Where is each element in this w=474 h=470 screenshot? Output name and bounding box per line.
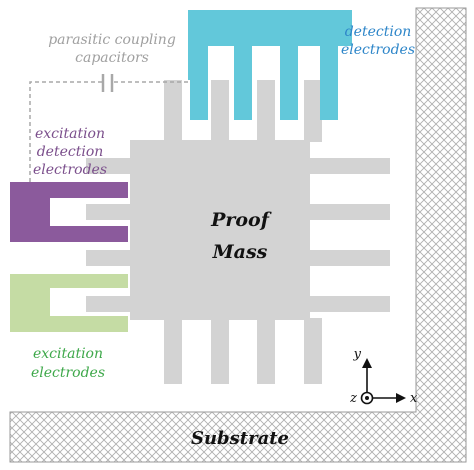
substrate-label: Substrate: [191, 428, 289, 449]
parasitic-coupling: [29, 74, 188, 182]
y-axis-arrow: [362, 358, 372, 368]
excitation-detection-electrodes: [10, 182, 128, 242]
proof-mass-label-line2: Mass: [212, 241, 268, 263]
detection-label-line2: electrodes: [341, 42, 415, 58]
detection-label-line1: detection: [345, 24, 412, 40]
proof-mass-finger-right-3: [308, 250, 390, 266]
axis-z-label: z: [349, 391, 357, 406]
excitation-electrode-comb: [10, 274, 128, 332]
proof-mass-finger-top-2: [211, 80, 229, 142]
proof-mass-finger-top-4: [304, 80, 322, 142]
substrate: [9, 7, 467, 463]
proof-mass-finger-left-3: [86, 250, 132, 266]
substrate-frame: [9, 7, 467, 463]
proof-mass-label-line1: Proof: [210, 209, 272, 231]
proof-mass-body: [130, 140, 310, 320]
proof-mass: [86, 80, 390, 384]
proof-mass-finger-left-2: [86, 204, 132, 220]
parasitic-label-line2: capacitors: [75, 50, 149, 66]
detection-electrodes: [188, 10, 352, 120]
detection-electrode-comb: [188, 10, 352, 120]
x-axis-arrow: [396, 393, 406, 403]
parasitic-label-line1: parasitic coupling: [48, 32, 176, 48]
proof-mass-finger-right-2: [308, 204, 390, 220]
z-axis-dot: [365, 396, 369, 400]
proof-mass-finger-top-1: [164, 80, 182, 142]
proof-mass-finger-bottom-3: [257, 318, 275, 384]
proof-mass-finger-bottom-2: [211, 318, 229, 384]
labels: detection electrodes parasitic coupling …: [31, 24, 415, 449]
proof-mass-finger-bottom-1: [164, 318, 182, 384]
proof-mass-finger-right-4: [308, 296, 390, 312]
axis-y-label: y: [353, 347, 362, 362]
exc-det-label-line1: excitation: [35, 126, 105, 142]
proof-mass-finger-bottom-4: [304, 318, 322, 384]
exc-det-label-line3: electrodes: [33, 162, 107, 178]
proof-mass-finger-right-1: [308, 158, 390, 174]
excitation-label-line1: excitation: [33, 346, 103, 362]
proof-mass-finger-top-3: [257, 80, 275, 142]
excitation-electrodes: [10, 274, 128, 332]
parasitic-wire: [29, 81, 188, 182]
axis-x-label: x: [410, 391, 418, 406]
exc-det-label-line2: detection: [37, 144, 104, 160]
excitation-detection-electrode-comb: [10, 182, 128, 242]
excitation-label-line2: electrodes: [31, 365, 105, 381]
proof-mass-finger-left-4: [86, 296, 132, 312]
proof-mass-finger-left-1: [86, 158, 132, 174]
axes: y x z: [349, 347, 418, 406]
